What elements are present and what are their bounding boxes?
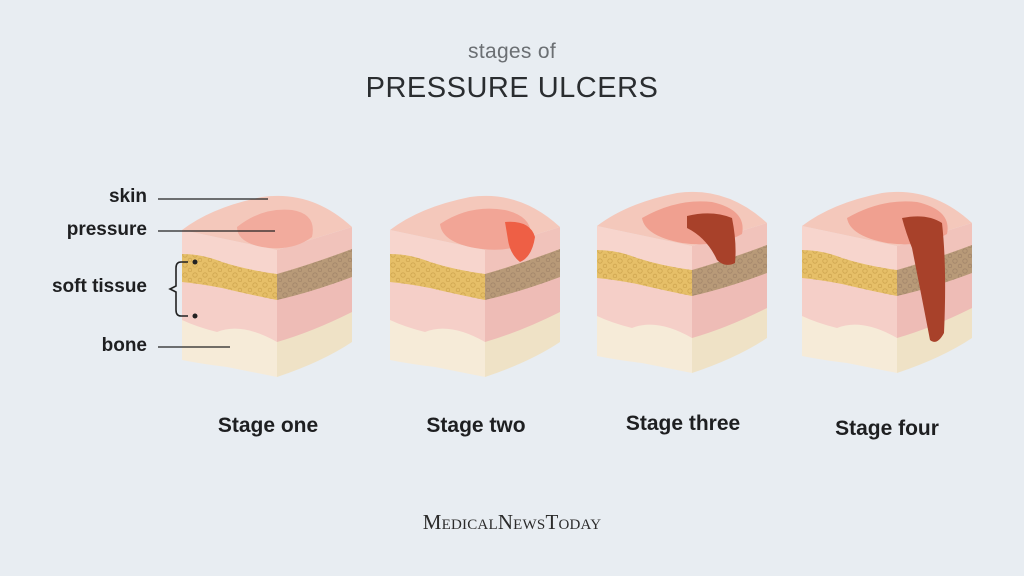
stage-four-block	[802, 191, 972, 373]
label-pressure: pressure	[66, 219, 147, 240]
stage-one-label: Stage one	[217, 414, 319, 437]
label-bone: bone	[101, 335, 147, 356]
stage-two-label: Stage two	[426, 414, 526, 437]
stage-three-block	[597, 191, 767, 373]
soft-tissue-bracket	[168, 261, 188, 317]
diagram-title: PRESSURE ULCERS	[365, 72, 659, 104]
diagram-subtitle: stages of	[468, 40, 556, 63]
stage-four-label: Stage four	[835, 417, 939, 440]
brand-logo: MedicalNewsToday	[422, 510, 602, 534]
label-skin: skin	[108, 186, 147, 207]
label-soft-tissue: soft tissue	[51, 276, 147, 297]
stage-one-block	[182, 195, 352, 377]
stage-three-label: Stage three	[625, 412, 741, 435]
stage-two-block	[390, 195, 560, 377]
